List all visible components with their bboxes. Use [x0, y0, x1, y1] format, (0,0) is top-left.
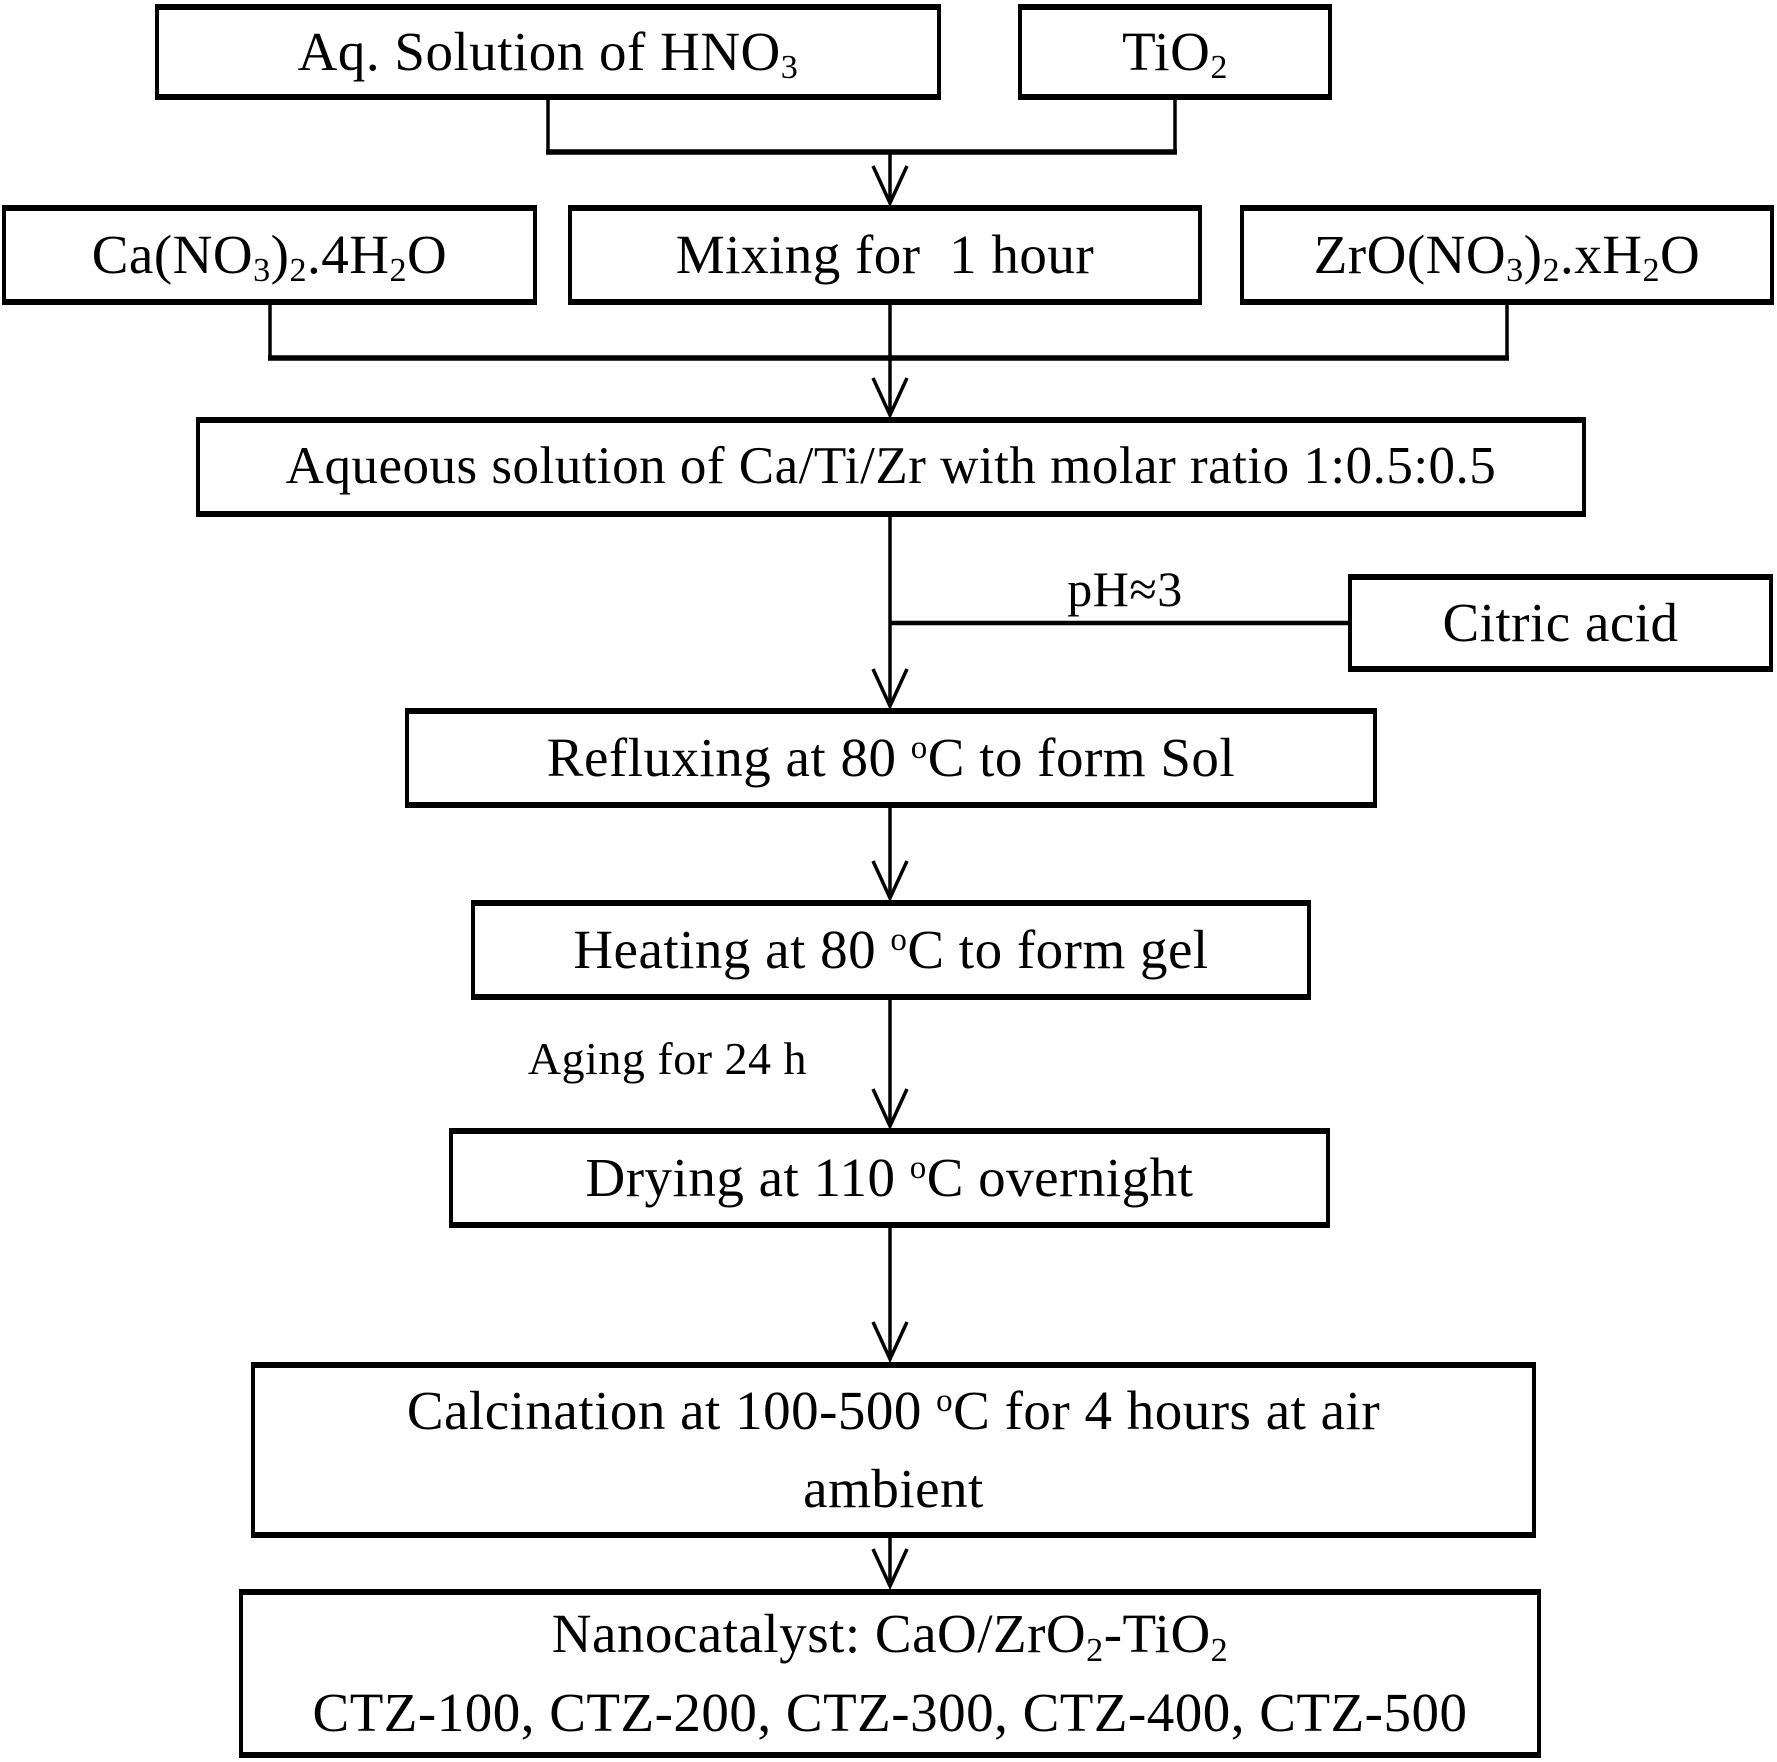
arrowhead-drying [871, 1088, 909, 1131]
arrowhead-product [871, 1548, 909, 1591]
node-aq-solution-hno3: Aq. Solution of HNO3 [155, 4, 941, 100]
arrowhead-heating [871, 860, 909, 903]
arrowhead-calcination [871, 1321, 909, 1364]
node-zirconyl-nitrate: ZrO(NO3)2.xH2O [1240, 205, 1774, 305]
node-label: Aqueous solution of Ca/Ti/Zr with molar … [285, 437, 1497, 496]
edge-label-aging: Aging for 24 h [527, 1033, 808, 1084]
node-calcium-nitrate: Ca(NO3)2.4H2O [2, 205, 537, 305]
node-label: Mixing for 1 hour [675, 223, 1095, 285]
edge-ca-zro-to-aqueous [268, 305, 1509, 358]
node-aqueous-solution: Aqueous solution of Ca/Ti/Zr with molar … [196, 417, 1586, 517]
edge-hno3-tio2-to-mixing [546, 100, 1177, 152]
node-heating: Heating at 80 oC to form gel [471, 900, 1311, 1000]
node-calcination: Calcination at 100-500 oC for 4 hours at… [251, 1362, 1536, 1538]
arrowhead-refluxing [871, 668, 909, 711]
edge-label-ph: pH≈3 [1067, 561, 1183, 617]
node-drying: Drying at 110 oC overnight [449, 1128, 1330, 1228]
node-label: Calcination at 100-500 oC for 4 hours at… [406, 1379, 1381, 1519]
arrowhead-aqueous [871, 377, 909, 420]
node-refluxing: Refluxing at 80 oC to form Sol [405, 708, 1377, 808]
node-label: Aq. Solution of HNO3 [297, 20, 799, 87]
node-label: Refluxing at 80 oC to form Sol [546, 726, 1236, 788]
node-mixing: Mixing for 1 hour [568, 205, 1202, 305]
node-label: Heating at 80 oC to form gel [573, 918, 1209, 980]
node-label: Citric acid [1442, 591, 1679, 653]
node-label: Drying at 110 oC overnight [585, 1146, 1194, 1208]
node-label: TiO2 [1122, 20, 1228, 87]
arrowhead-mixing [871, 165, 909, 208]
node-label: ZrO(NO3)2.xH2O [1313, 223, 1701, 290]
node-tio2: TiO2 [1018, 4, 1332, 100]
node-citric-acid: Citric acid [1348, 574, 1773, 672]
node-label: Ca(NO3)2.4H2O [91, 223, 448, 290]
